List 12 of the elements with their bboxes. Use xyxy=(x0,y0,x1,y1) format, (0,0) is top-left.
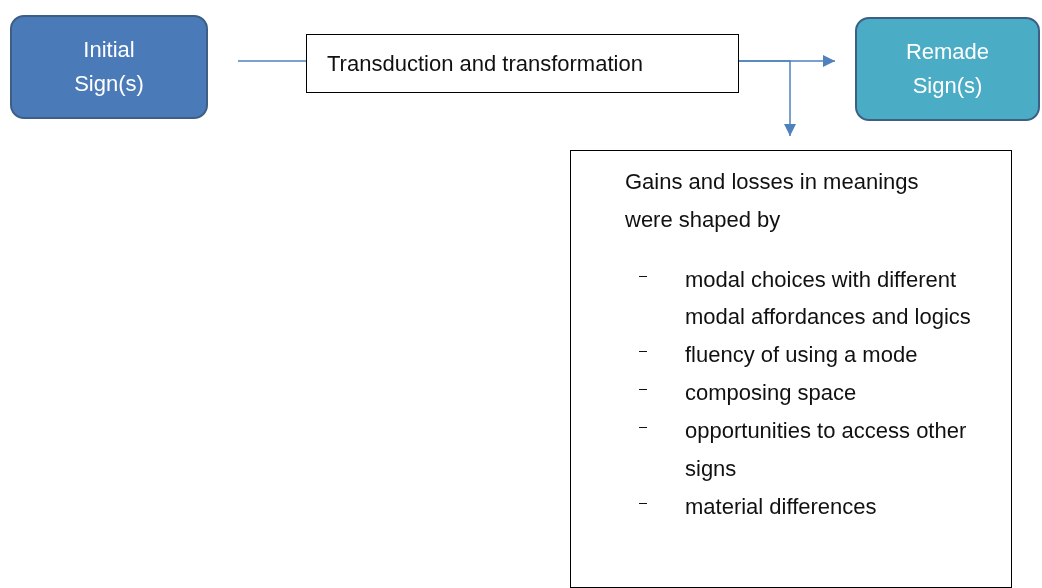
box-label: Remade Sign(s) xyxy=(904,37,991,100)
box-label: Initial Sign(s) xyxy=(73,35,145,98)
box-label: Transduction and transformation xyxy=(327,50,644,77)
text-box xyxy=(570,150,1012,588)
process-box xyxy=(10,15,208,119)
list-item-text: material differences xyxy=(685,492,878,521)
connector-arrow xyxy=(738,60,796,137)
list-item-text: composing space xyxy=(685,379,858,408)
process-box xyxy=(306,34,739,93)
process-box xyxy=(855,17,1040,121)
list-item-text: fluency of using a mode xyxy=(685,341,919,370)
heading-text: Gains and losses in meanings were shaped by xyxy=(625,168,920,234)
